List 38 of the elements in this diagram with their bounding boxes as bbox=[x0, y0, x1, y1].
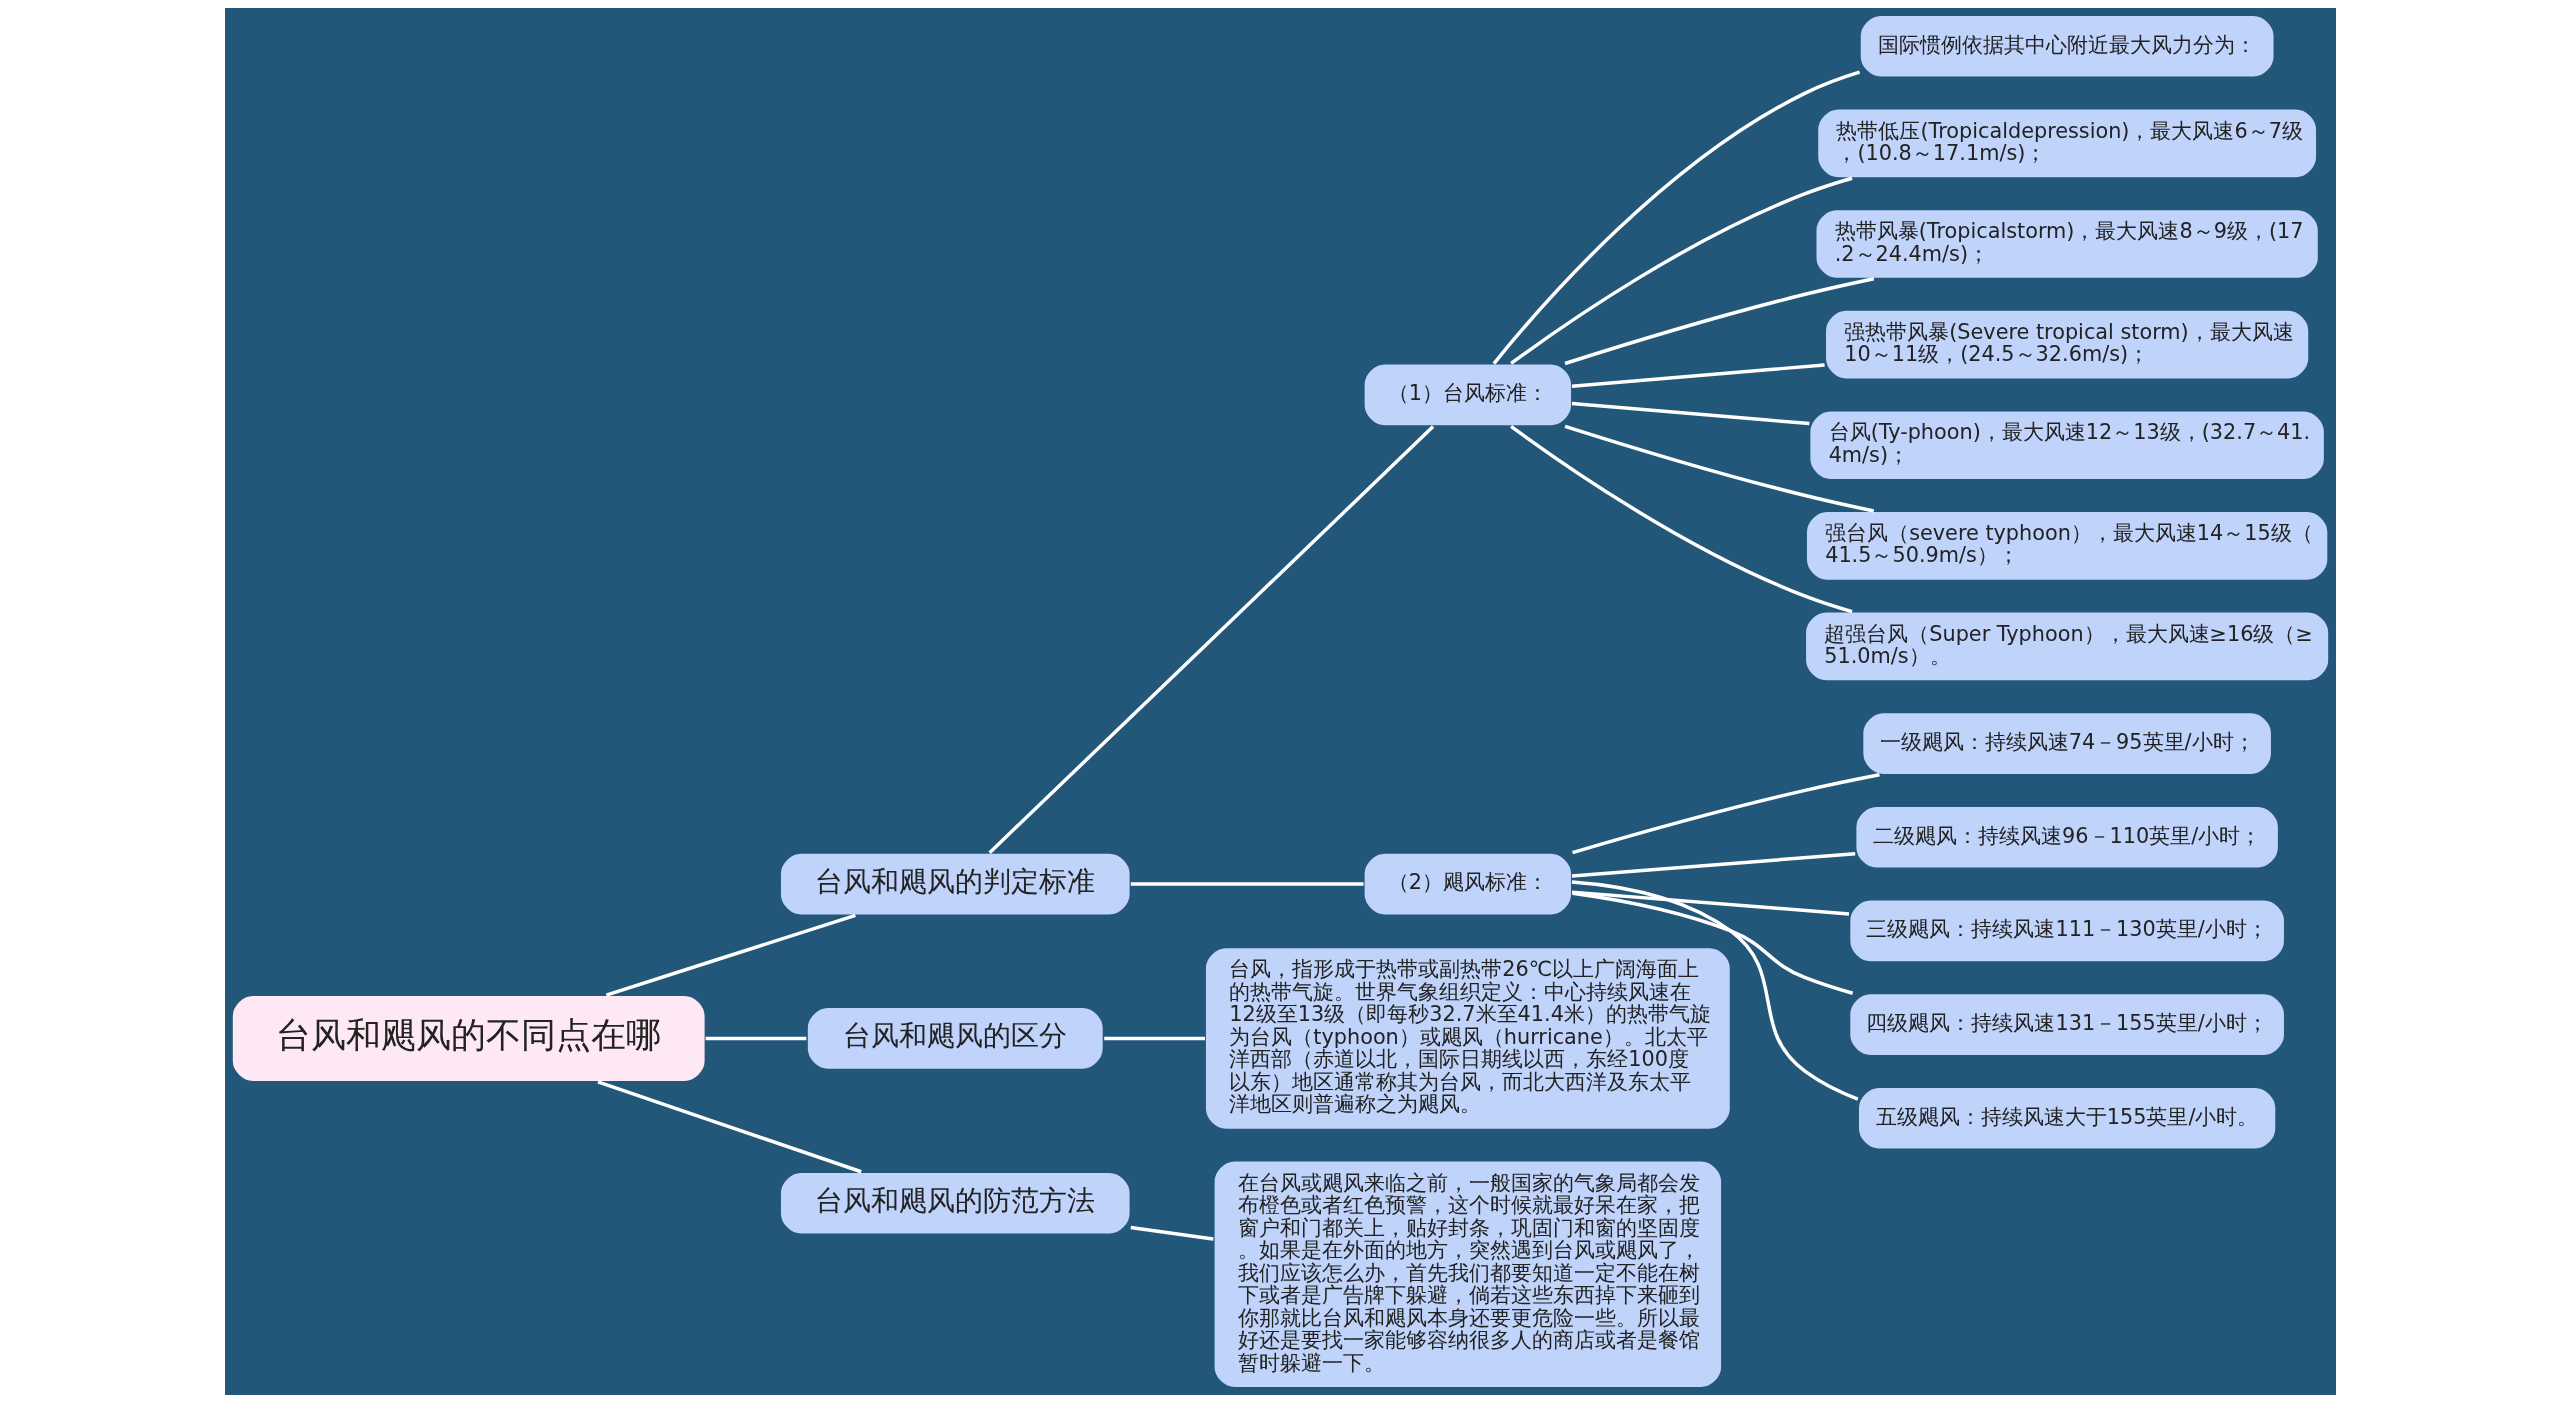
connector bbox=[1571, 363, 1825, 388]
node-box: 热带低压(Tropicaldepression)，最大风速6～7级，(10.8～17.1m/s)； bbox=[1816, 107, 2318, 179]
connector bbox=[1571, 773, 1880, 855]
node-box: 三级飓风：持续风速111－130英里/小时； bbox=[1848, 898, 2286, 963]
connector bbox=[596, 1080, 862, 1174]
connector bbox=[1130, 1225, 1214, 1241]
node-box: 强台风（severe typhoon），最大风速14～15级（41.5～50.9m/s）； bbox=[1804, 510, 2329, 582]
connector bbox=[1564, 277, 1874, 366]
connector bbox=[1571, 880, 1858, 1101]
node-box: 台风和飓风的区分 bbox=[805, 1006, 1104, 1071]
connector bbox=[1571, 891, 1853, 995]
connector bbox=[705, 1036, 806, 1041]
connector bbox=[987, 425, 1434, 854]
node-box: 在台风或飓风来临之前，一般国家的气象局都会发布橙色或者红色预警，这个时候就最好呆在家，把窗户和门都关上，贴好封条，巩固门和窗的坚固度。如果是在外面的地方，突然遇到台风或飓风了，我们应该怎么办，首先我们都要知道一定不能在树下或者是广告牌下躲避，倘若这些东西掉下来砸到你那就比台风和飓风本身还要更危险一些。所以最好还是要找一家能够容纳很多人的商店或者是餐馆暂时躲避一下。 bbox=[1212, 1159, 1723, 1389]
connector bbox=[1509, 176, 1853, 365]
connector bbox=[1103, 1036, 1205, 1041]
connector bbox=[1571, 890, 1849, 916]
node-box: 台风和飓风的防范方法 bbox=[778, 1171, 1131, 1236]
node-box: 一级飓风：持续风速74－95英里/小时； bbox=[1861, 711, 2273, 776]
node-box: 二级飓风：持续风速96－110英里/小时； bbox=[1854, 805, 2280, 870]
node-box: 四级飓风：持续风速131－155英里/小时； bbox=[1848, 992, 2286, 1057]
connector bbox=[1571, 401, 1809, 426]
connector bbox=[1571, 852, 1855, 878]
node-box: 国际惯例依据其中心附近最大风力分为： bbox=[1858, 14, 2275, 79]
connector bbox=[1492, 70, 1860, 365]
node-box: 强热带风暴(Severe tropical storm)，最大风速10～11级，(24.5～32.6m/s)； bbox=[1823, 309, 2310, 381]
node-box: 超强台风（Super Typhoon），最大风速≥16级（≥51.0m/s）。 bbox=[1803, 610, 2330, 682]
node-box: 台风，指形成于热带或副热带26℃以上广阔海面上的热带气旋。世界气象组织定义：中心持续风速在12级至13级（即每秒32.7米至41.4米）的热带气旋为台风（typhoon）或飓风（hurricane）。北太平洋西部（赤道以北，国际日期线以西，东经100度以东）地区通常称其为台风，而北大西洋及东太平洋地区则普遍称之为飓风。 bbox=[1203, 946, 1731, 1131]
connector bbox=[1509, 425, 1853, 614]
node-box: （2）飓风标准： bbox=[1362, 851, 1573, 917]
node-box: 台风和飓风的不同点在哪 bbox=[230, 994, 706, 1083]
node-box: 热带风暴(Tropicalstorm)，最大风速8～9级，(17.2～24.4m/s)； bbox=[1814, 208, 2319, 280]
node-box: （1）台风标准： bbox=[1362, 362, 1573, 427]
node-box: 台风和飓风的判定标准 bbox=[778, 851, 1131, 917]
connector bbox=[605, 913, 856, 997]
connector bbox=[1130, 882, 1364, 886]
node-box: 台风(Ty-phoon)，最大风速12～13级，(32.7～41.4m/s)； bbox=[1808, 409, 2326, 481]
node-box: 五级飓风：持续风速大于155英里/小时。 bbox=[1856, 1086, 2277, 1151]
